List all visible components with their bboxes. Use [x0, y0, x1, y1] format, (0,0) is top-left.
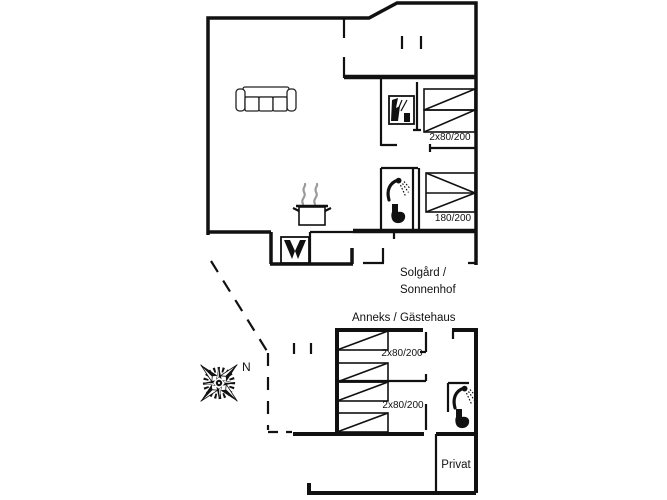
main-house-thick-wall: [344, 74, 476, 234]
main-house-walls: [206, 1, 478, 266]
sofa-icon: [235, 86, 297, 112]
main-bedroom-bottom-bed-label: 180/200: [435, 213, 472, 224]
annex-walls: [293, 328, 478, 495]
window-mark: [400, 36, 423, 49]
toilet-icon: [391, 204, 406, 224]
main-house-outer-wall: [206, 1, 478, 266]
main-house-label-line2: Sonnenhof: [400, 284, 456, 296]
window-mark: [292, 343, 313, 354]
single-bed-symbol: [336, 330, 389, 383]
main-house-label-line1: Solgård /: [400, 267, 447, 279]
annex-label: Anneks / Gästehaus: [352, 312, 456, 324]
private-room-label: Privat: [441, 459, 471, 471]
shower-icon: [386, 176, 412, 202]
single-bed-symbol: [423, 88, 476, 133]
toilet-icon: [455, 409, 470, 429]
wood-stove-icon: [280, 236, 310, 264]
annex-inner-walls: [337, 331, 469, 493]
annex-room1-bed-label: 2x80/200: [381, 348, 423, 359]
shower-icon: [452, 384, 478, 410]
annex-room2-bed-label: 2x80/200: [382, 400, 424, 411]
cooking-pot-icon: [292, 182, 332, 226]
compass-rose-icon: N: [197, 360, 251, 405]
main-bedroom-top-bed-label: 2x80/200: [429, 132, 471, 143]
main-house-inner-walls: [308, 19, 476, 265]
compass-north-label: N: [242, 360, 251, 374]
single-bed-symbol: [336, 381, 389, 433]
double-bed-symbol: [425, 172, 476, 213]
annex-outer-wall: [293, 328, 478, 495]
utility-appliance-icon: [388, 95, 415, 125]
dashed-boundary-line: [210, 260, 292, 434]
